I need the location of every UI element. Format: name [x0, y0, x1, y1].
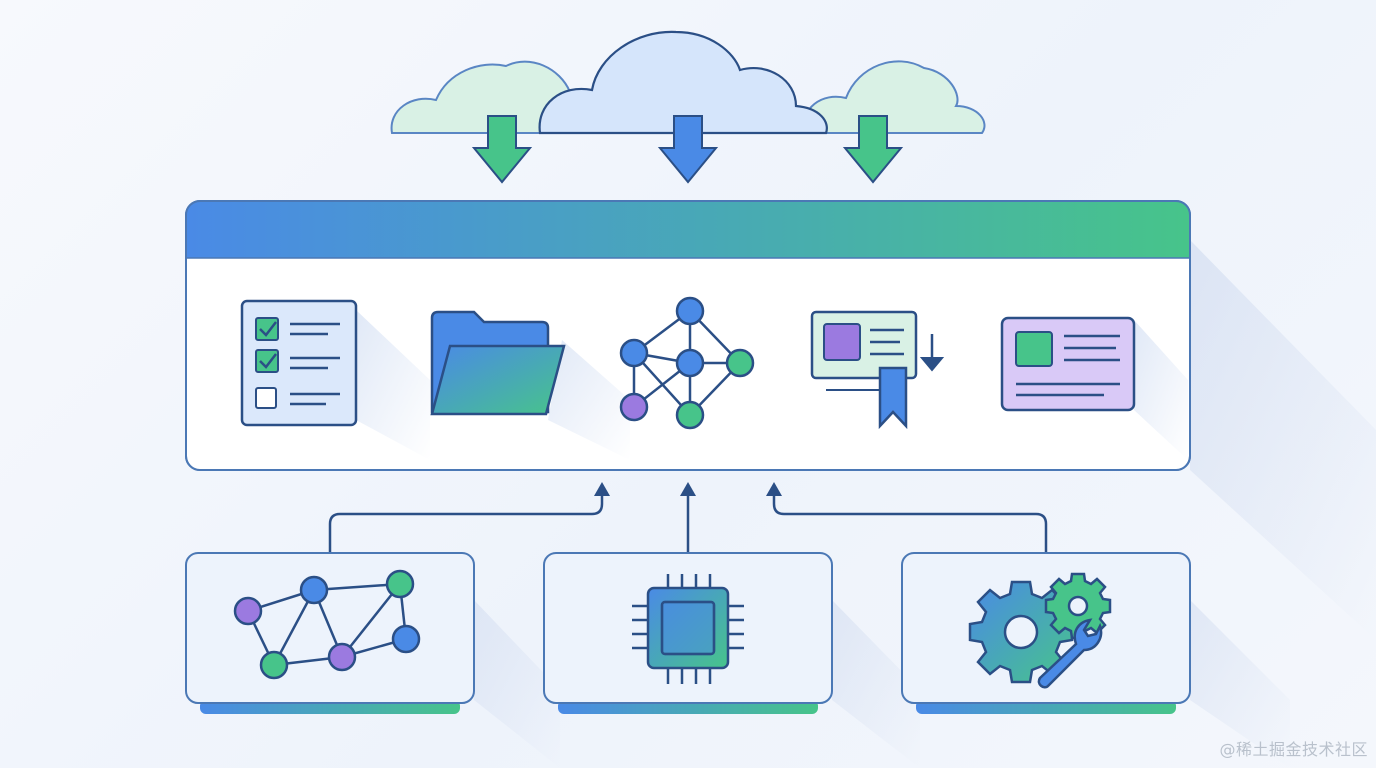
id-card-icon: [1000, 316, 1136, 412]
connector-lines: [328, 494, 1048, 552]
connector-arrowheads: [594, 482, 782, 496]
cpu-chip-icon: [632, 574, 744, 684]
cloud-arrow-center: [657, 115, 719, 184]
network-graph-icon: [233, 569, 421, 680]
node-network-icon: [619, 296, 755, 430]
cloud-icon: [802, 60, 986, 134]
gears-wrench-icon: [968, 572, 1112, 689]
cloud-group: [390, 30, 986, 135]
wrench-icon: [1037, 618, 1103, 689]
cloud-arrow-right: [842, 115, 904, 184]
cloud-arrow-left: [471, 115, 533, 184]
certificate-download-icon: [810, 310, 945, 430]
watermark-text: @稀土掘金技术社区: [1219, 740, 1368, 759]
small-gear-icon: [1044, 572, 1112, 640]
folder-icon: [430, 310, 566, 416]
checklist-icon: [240, 299, 358, 427]
icon-shadows: [356, 310, 1188, 460]
cloud-icon: [538, 30, 828, 135]
panel-header-bar: [186, 201, 1190, 258]
source-box-chip: [543, 552, 920, 768]
